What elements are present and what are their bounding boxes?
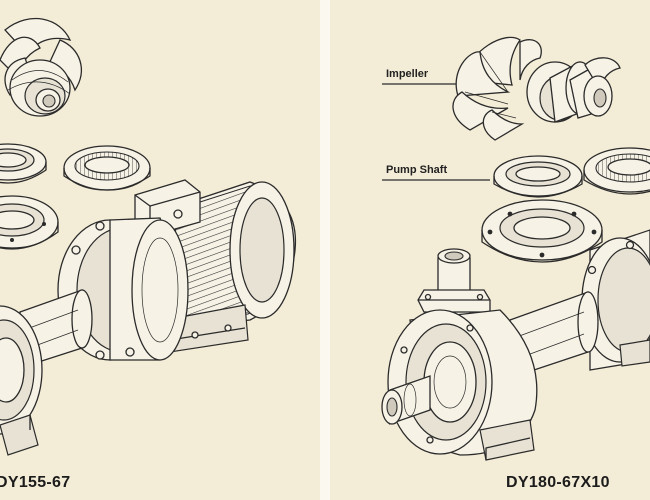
panel-divider: [320, 0, 330, 500]
impeller-right: [452, 36, 621, 141]
pump-volute-left: [0, 305, 43, 456]
pump-drawing-left: [0, 17, 297, 456]
bearing-housing-right: [581, 229, 650, 371]
model-label-left: DY155-67: [0, 474, 71, 491]
pump-panel-right: Impeller Pump Shaft DY180-67X10: [330, 0, 650, 500]
pump-panel-left: DY155-67: [0, 0, 320, 500]
callout-pump-shaft: Pump Shaft: [386, 164, 448, 176]
flange-ring-right: [481, 199, 603, 263]
seal-ring-right-2: [583, 147, 650, 195]
seal-ring-left-2: [63, 145, 151, 191]
seal-ring-right-1: [493, 155, 583, 198]
impeller-left: [0, 17, 82, 117]
pump-drawing-right: [381, 36, 650, 461]
pump-volute-right: [387, 309, 538, 461]
flange-ring-left: [0, 195, 59, 250]
discharge-nozzle-right: [417, 248, 491, 321]
model-label-right: DY180-67X10: [506, 474, 610, 491]
seal-ring-left-1: [0, 143, 47, 184]
suction-inlet-right: [381, 375, 431, 425]
callout-impeller: Impeller: [386, 68, 429, 80]
